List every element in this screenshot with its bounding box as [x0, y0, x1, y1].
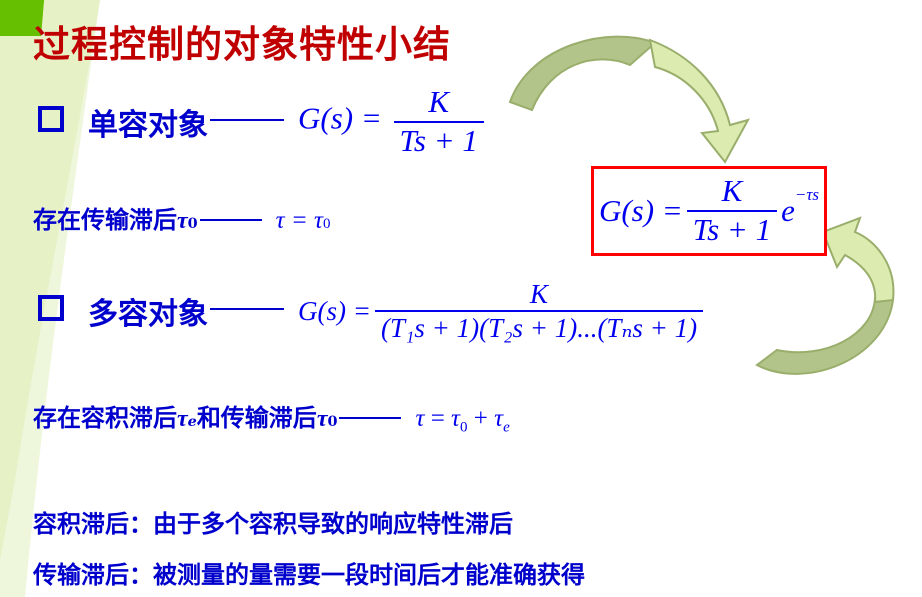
- eq-taue-sub: e: [503, 419, 510, 436]
- multi-fraction: K (T₁s + 1)(T₂s + 1)...(Tₙs + 1): [374, 279, 704, 343]
- eq-tau0: τ: [451, 405, 460, 432]
- em-dash: [210, 308, 284, 311]
- boxed-fraction: K Ts + 1: [686, 173, 778, 247]
- definition-text: 被测量的量需要一段时间后才能准确获得: [153, 560, 585, 589]
- definition-term: 传输滞后：: [33, 560, 153, 589]
- multi-formula-lhs: G(s) =: [298, 295, 371, 326]
- multi-denominator: (T₁s + 1)(T₂s + 1)...(Tₙs + 1): [374, 310, 704, 343]
- exp-base: e: [781, 193, 795, 228]
- tau-e-subscript: e: [187, 413, 197, 430]
- single-delay-eq-subscript: 0: [322, 216, 331, 232]
- boxed-denominator: Ts + 1: [686, 210, 778, 247]
- definition-capacity-lag: 容积滞后：由于多个容积导致的响应特性滞后: [33, 504, 513, 539]
- multi-capacity-row: 多容对象 G(s) = K (T₁s + 1)(T₂s + 1)...(Tₙs …: [38, 280, 707, 343]
- single-formula: G(s) = K Ts + 1: [298, 84, 488, 158]
- eq-equals: =: [424, 405, 452, 432]
- hollow-square-bullet-icon: [38, 295, 64, 322]
- single-capacity-label: 单容对象: [88, 107, 208, 143]
- hollow-square-bullet-icon: [38, 105, 64, 132]
- single-denominator: Ts + 1: [393, 120, 484, 158]
- multi-delay-text-2: 和传输滞后: [196, 403, 317, 432]
- boxed-lhs: G(s) =: [598, 193, 683, 228]
- boxed-formula: G(s) = K Ts + 1 e−τs: [599, 175, 819, 246]
- boxed-numerator: K: [721, 173, 743, 209]
- exp-power: −τs: [794, 185, 820, 204]
- definition-term: 容积滞后：: [33, 509, 153, 538]
- single-formula-lhs: G(s) =: [298, 100, 382, 136]
- eq-plus: +: [467, 405, 495, 432]
- em-dash: [210, 118, 284, 121]
- em-dash: [199, 219, 262, 221]
- tau-0-symbol: τ: [316, 406, 328, 432]
- tau-symbol: τ: [177, 208, 188, 234]
- single-fraction: K Ts + 1: [393, 84, 484, 158]
- slide-title: 过程控制的对象特性小结: [33, 22, 451, 66]
- eq-tau0-sub: 0: [460, 419, 468, 436]
- tau-subscript: 0: [187, 215, 198, 232]
- single-delay-text: 存在传输滞后: [33, 205, 177, 234]
- definition-transport-lag: 传输滞后：被测量的量需要一段时间后才能准确获得: [33, 555, 585, 590]
- multi-delay-text-1: 存在容积滞后: [33, 403, 177, 432]
- eq-taue: τ: [494, 405, 504, 432]
- highlighted-transfer-function: G(s) = K Ts + 1 e−τs: [591, 166, 827, 256]
- single-delay-equation: τ = τ: [275, 207, 323, 234]
- em-dash: [339, 417, 402, 419]
- multi-formula: G(s) = K (T₁s + 1)(T₂s + 1)...(Tₙs + 1): [298, 280, 707, 343]
- single-capacity-row: 单容对象 G(s) = K Ts + 1: [38, 84, 488, 158]
- definition-text: 由于多个容积导致的响应特性滞后: [153, 509, 513, 538]
- multi-numerator: K: [530, 279, 549, 309]
- eq-tau: τ: [415, 405, 425, 432]
- single-numerator: K: [428, 84, 450, 119]
- curved-arrow-down-icon: [508, 35, 751, 164]
- tau-e-symbol: τ: [177, 406, 188, 432]
- curved-arrow-up-icon: [755, 216, 895, 375]
- tau-0-subscript: 0: [327, 413, 338, 430]
- multi-delay-equation: τ = τ0 + τe: [415, 405, 509, 436]
- multi-capacity-label: 多容对象: [88, 297, 208, 333]
